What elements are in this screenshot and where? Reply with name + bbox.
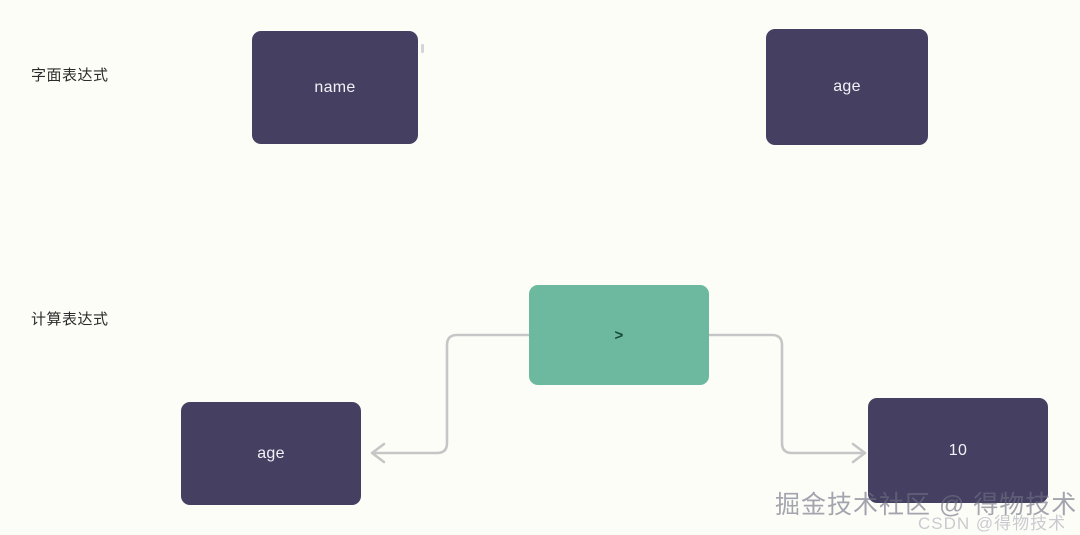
node-name-label: name <box>314 78 356 96</box>
node-age-operand[interactable]: age <box>181 402 361 505</box>
node-name[interactable]: name <box>252 31 418 144</box>
watermark-primary: 掘金技术社区 @ 得物技术 <box>775 491 1078 519</box>
node-ten-operand[interactable]: 10 <box>868 398 1048 503</box>
watermark-secondary: CSDN @得物技术 <box>918 514 1067 533</box>
connector-operator-to-age-arrowhead <box>370 442 386 464</box>
node-ten-operand-label: 10 <box>948 441 968 459</box>
node-operator-label: > <box>614 326 624 344</box>
node-age-top-label: age <box>833 78 861 95</box>
node-age-operand-label: age <box>257 444 285 462</box>
node-age-top[interactable]: age <box>766 29 928 145</box>
row-label-literal-expression: 字面表达式 <box>31 67 109 84</box>
connector-operator-to-ten-arrowhead <box>851 442 867 464</box>
connector-operator-to-age-line <box>373 333 531 455</box>
row-label-computed-expression: 计算表达式 <box>31 311 109 328</box>
stray-mark <box>421 44 424 53</box>
connector-operator-to-ten-line <box>707 333 864 455</box>
node-operator-greater-than[interactable]: > <box>529 285 709 385</box>
